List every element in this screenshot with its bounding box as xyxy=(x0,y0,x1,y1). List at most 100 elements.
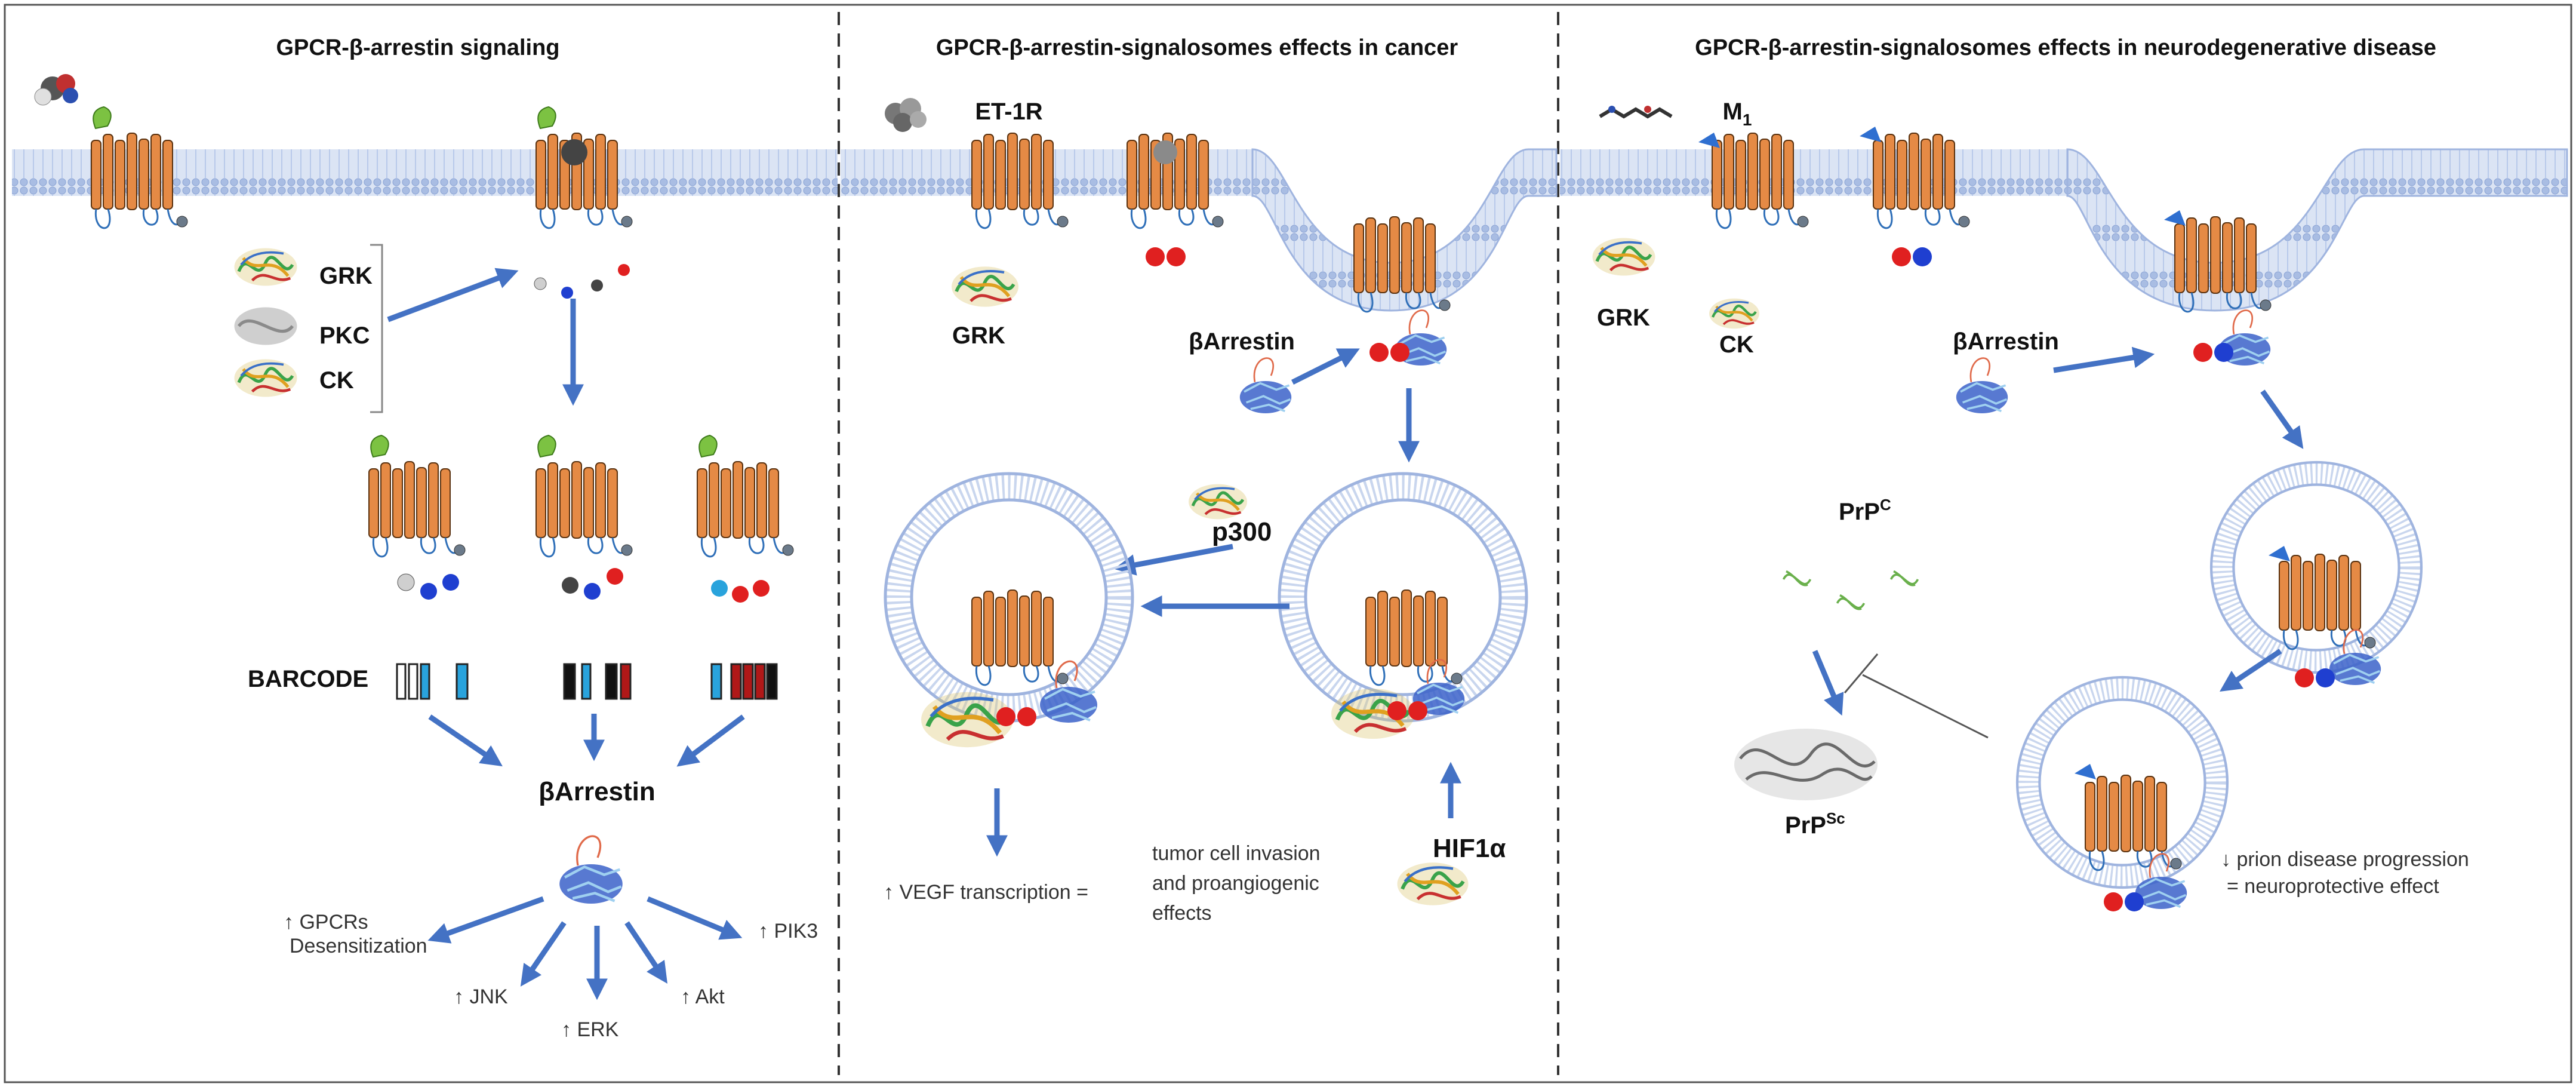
receptor-label-et1r: ET-1R xyxy=(975,99,1042,125)
vegf-text: ↑ VEGF transcription = xyxy=(884,881,1088,904)
beta-arrestin-protein-icon xyxy=(559,836,623,904)
prion-effect-line2: = neuroprotective effect xyxy=(2227,875,2439,898)
ligand-green-icon xyxy=(93,106,112,130)
phospho-site-icon xyxy=(2316,668,2335,687)
barrestin-label: βArrestin xyxy=(538,777,655,806)
membrane-panel3 xyxy=(1560,148,2568,312)
barcode-3 xyxy=(710,663,778,700)
ligand-blue-icon xyxy=(1860,127,1881,142)
figure-border xyxy=(4,4,2572,1083)
kinase-label-pkc: PKC xyxy=(319,323,370,349)
phospho-site-icon xyxy=(562,577,578,594)
ligand-molecule-icon xyxy=(34,74,78,106)
membrane-panel1 xyxy=(12,149,838,196)
prion-protein-icon xyxy=(1889,570,1919,587)
ligand-bound-icon xyxy=(1153,140,1177,164)
prion-effect-line1: ↓ prion disease progression xyxy=(2221,848,2469,871)
kinase-protein-icon xyxy=(1709,299,1759,328)
kinase-label-ck: CK xyxy=(319,367,354,394)
gpcr-endosomal-receptor xyxy=(971,589,1069,686)
gpcr-endosomal-receptor xyxy=(1365,589,1463,686)
gpcr-activated-receptor xyxy=(1872,132,1971,229)
flow-arrow xyxy=(1812,650,1844,716)
flow-arrow xyxy=(428,714,503,767)
gpcr-receptor-icon xyxy=(971,132,1069,229)
ligand-green-icon xyxy=(537,434,556,458)
barcode-label: BARCODE xyxy=(248,666,368,692)
flow-arrow xyxy=(520,921,567,987)
ck-label: CK xyxy=(1719,331,1754,358)
tumor-text-line2: and proangiogenic xyxy=(1152,872,1319,895)
ligand-molecule-icon xyxy=(885,98,927,132)
flow-arrow xyxy=(1113,544,1233,576)
phospho-site-icon xyxy=(1892,247,1911,266)
prion-protein-icon xyxy=(1836,594,1866,610)
flow-arrow xyxy=(2053,346,2155,373)
ligand-green-icon xyxy=(698,434,718,458)
p300-label: p300 xyxy=(1212,517,1272,546)
phospho-site-icon xyxy=(618,264,630,276)
phospho-site-icon xyxy=(753,580,770,597)
gpcr-barcoded-receptor-1 xyxy=(368,460,466,558)
flow-arrow xyxy=(387,268,519,323)
panel1-title: GPCR-β-arrestin signaling xyxy=(276,35,559,60)
barrestin-label: βArrestin xyxy=(1953,328,2059,355)
tumor-text-line1: tumor cell invasion xyxy=(1152,842,1321,865)
ligand-blue-icon xyxy=(2269,546,2290,561)
kinase-protein-icon xyxy=(1593,238,1655,276)
kinase-protein-icon xyxy=(234,307,297,345)
barrestin-label: βArrestin xyxy=(1189,328,1295,355)
phospho-site-icon xyxy=(534,277,547,290)
ligand-green-icon xyxy=(537,106,556,130)
kinase-protein-icon xyxy=(235,248,297,286)
phospho-site-icon xyxy=(2125,892,2144,911)
beta-arrestin-protein-icon xyxy=(1239,357,1292,414)
effect-gpcrs: ↑ GPCRs xyxy=(284,911,368,934)
phospho-site-icon xyxy=(1387,701,1407,720)
flow-arrow xyxy=(2260,389,2304,449)
phospho-site-icon xyxy=(1408,701,1427,720)
phospho-site-icon xyxy=(2193,343,2212,362)
prpc-label: PrPC xyxy=(1839,496,1891,525)
phospho-site-icon xyxy=(607,568,623,585)
phospho-site-icon xyxy=(1146,247,1165,266)
tumor-text-line3: effects xyxy=(1152,902,1212,925)
gpcr-barcoded-receptor-2 xyxy=(535,460,633,558)
phospho-site-icon xyxy=(1167,247,1186,266)
flow-arrow xyxy=(2220,649,2282,692)
phospho-site-icon xyxy=(442,574,459,591)
phospho-site-icon xyxy=(561,287,573,299)
phospho-site-icon xyxy=(732,586,749,603)
flow-arrow xyxy=(624,921,667,984)
ligand-blue-icon xyxy=(2075,764,2096,779)
phospho-site-icon xyxy=(996,707,1015,726)
kinase-protein-icon xyxy=(952,266,1018,306)
phospho-site-icon xyxy=(1369,343,1389,362)
phospho-site-icon xyxy=(591,280,603,291)
panel2-title: GPCR-β-arrestin-signalosomes effects in … xyxy=(936,35,1458,60)
ligand-molecule-icon xyxy=(1599,106,1673,119)
effect-erk: ↑ ERK xyxy=(561,1018,619,1041)
gpcr-receptor-icon xyxy=(90,132,189,229)
flow-arrow xyxy=(676,714,745,767)
inhibition-bar xyxy=(1843,653,1879,693)
flow-arrow xyxy=(427,896,544,944)
flow-arrow xyxy=(647,896,743,940)
effect-pik3: ↑ PIK3 xyxy=(758,920,818,942)
gpcr-barcoded-receptor-3 xyxy=(696,460,795,558)
phospho-site-icon xyxy=(1913,247,1932,266)
effect-akt: ↑ Akt xyxy=(681,985,725,1008)
ligand-blue-icon xyxy=(1698,133,1720,148)
phospho-site-icon xyxy=(2295,668,2314,687)
flow-arrow xyxy=(1291,348,1360,385)
grk-label: GRK xyxy=(952,323,1005,349)
phospho-site-icon xyxy=(584,583,601,600)
hif1a-protein-icon xyxy=(1398,862,1469,905)
prion-protein-icon xyxy=(1782,570,1812,587)
barcode-1 xyxy=(396,663,469,700)
phospho-site-icon xyxy=(1390,343,1409,362)
prion-aggregate-icon xyxy=(1734,729,1878,800)
kinase-protein-icon xyxy=(235,360,297,397)
phospho-site-icon xyxy=(2104,892,2123,911)
